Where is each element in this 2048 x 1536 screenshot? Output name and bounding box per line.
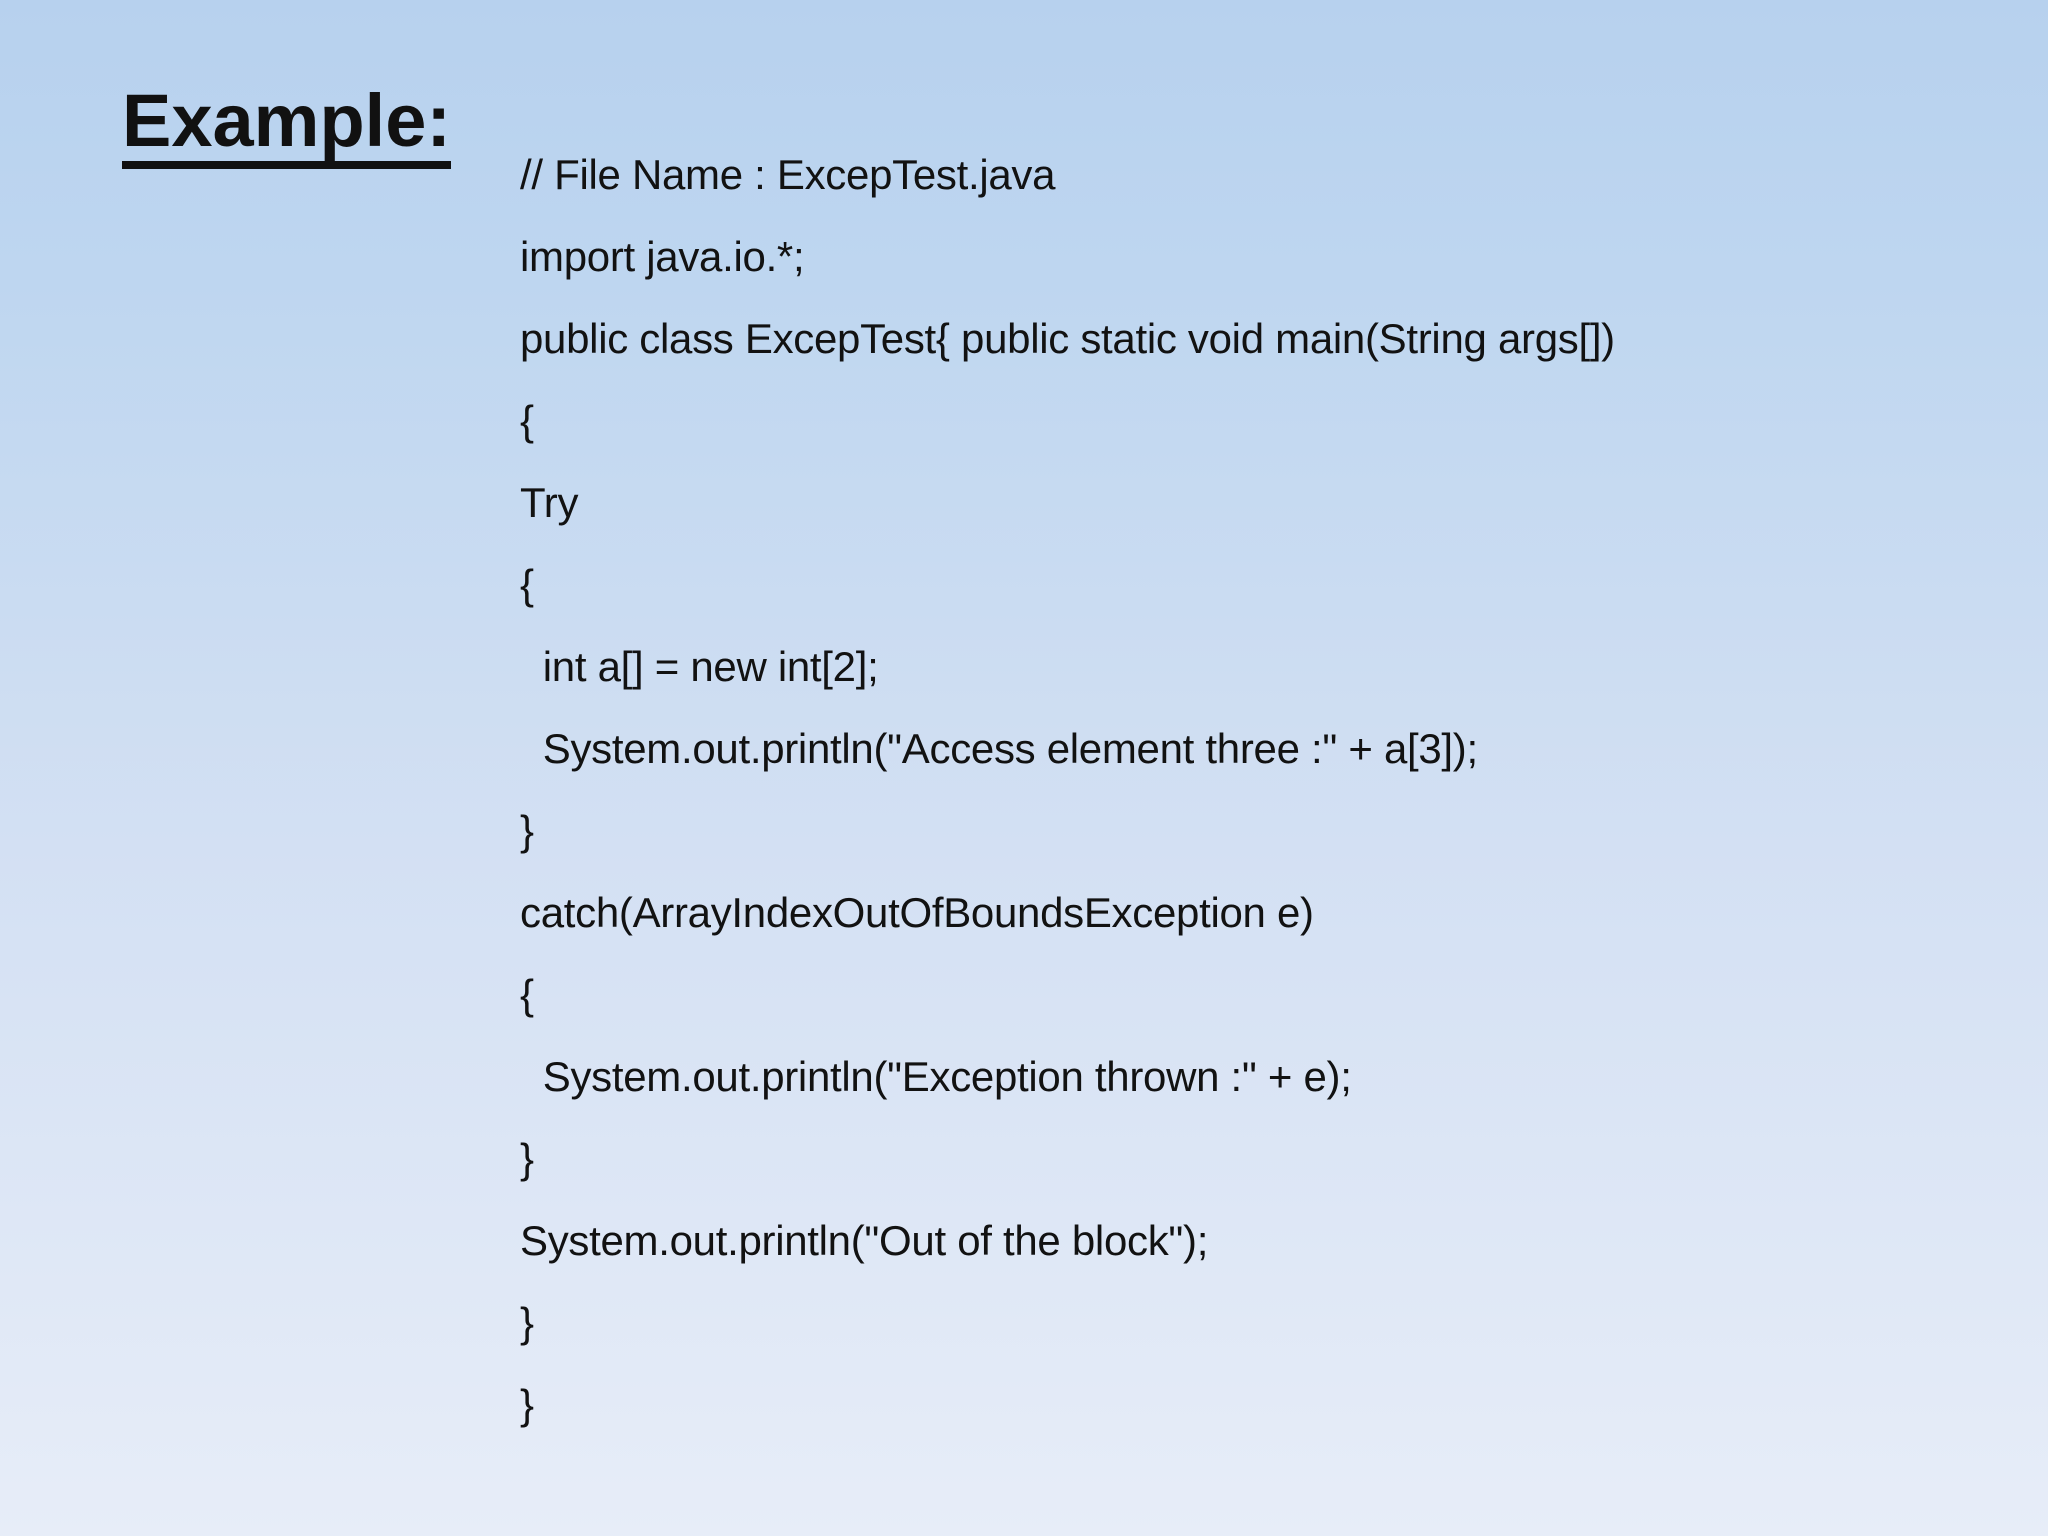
code-line: System.out.println("Access element three… xyxy=(520,725,1478,772)
code-line: { xyxy=(520,561,534,608)
code-line: public class ExcepTest{ public static vo… xyxy=(520,315,1615,362)
code-line: } xyxy=(520,1381,534,1428)
code-block: // File Name : ExcepTest.java import jav… xyxy=(520,134,1920,1446)
slide-title: Example: xyxy=(122,84,452,169)
code-line: catch(ArrayIndexOutOfBoundsException e) xyxy=(520,889,1314,936)
code-line: System.out.println("Out of the block"); xyxy=(520,1217,1209,1264)
code-line: } xyxy=(520,1299,534,1346)
slide-title-text: Example: xyxy=(122,84,452,169)
code-line: System.out.println("Exception thrown :" … xyxy=(520,1053,1352,1100)
code-line: { xyxy=(520,971,534,1018)
code-line: // File Name : ExcepTest.java xyxy=(520,151,1056,198)
code-line: Try xyxy=(520,479,579,526)
code-line: } xyxy=(520,1135,534,1182)
code-line: } xyxy=(520,807,534,854)
code-line: import java.io.*; xyxy=(520,233,805,280)
code-line: int a[] = new int[2]; xyxy=(520,643,879,690)
code-line: { xyxy=(520,397,534,444)
